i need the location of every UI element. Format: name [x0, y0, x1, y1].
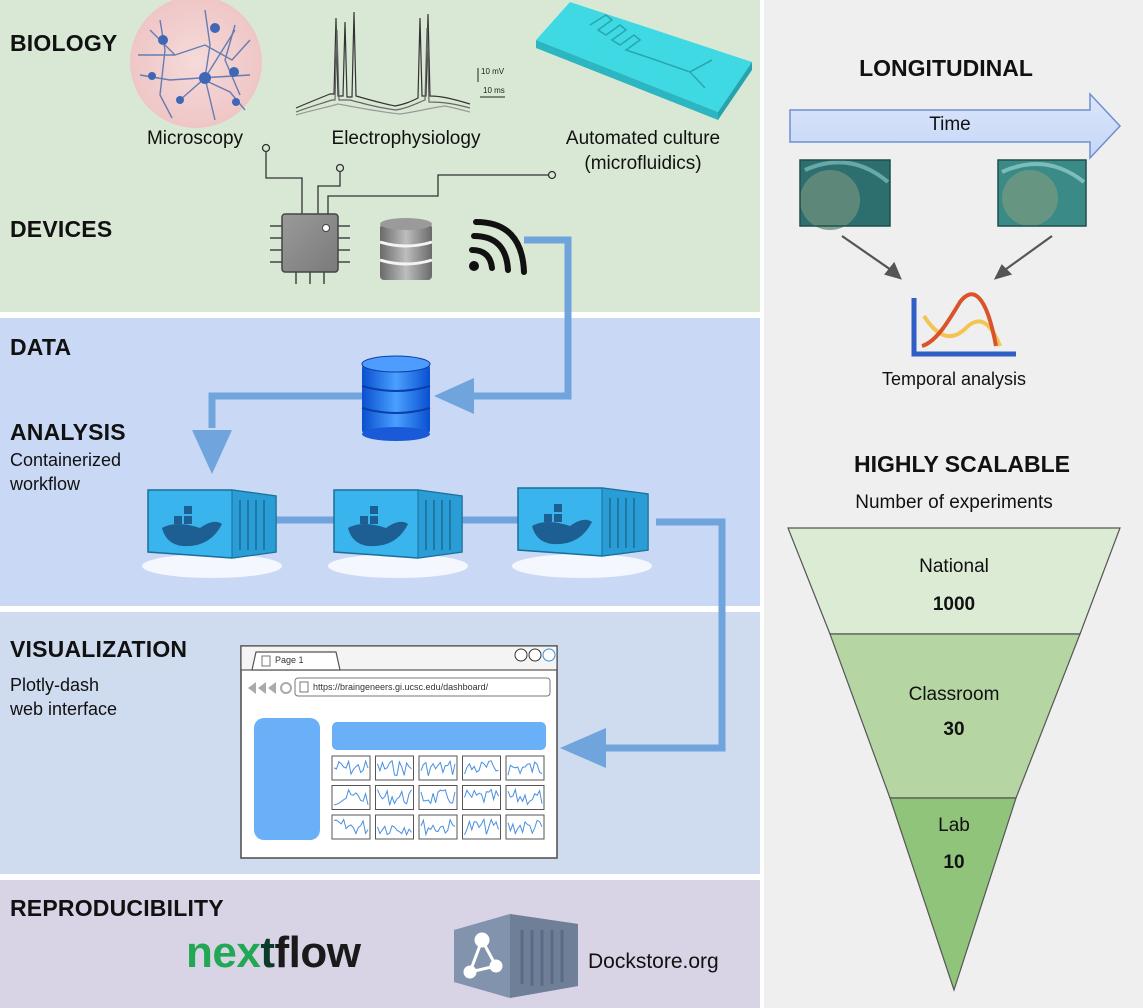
mini-plot-trace [333, 759, 369, 776]
reproducibility-band [0, 880, 760, 1008]
scalability-funnel [787, 527, 1121, 992]
dashboard-plot-grid [331, 755, 545, 840]
scale-bar-mv-label: 10 mV [481, 67, 505, 76]
visualization-subtitle-line-1: Plotly-dash [10, 675, 100, 695]
mini-plot-frame [505, 814, 545, 840]
mini-plot-trace [464, 817, 499, 836]
section-title-data: DATA [10, 334, 72, 360]
caption-automated-culture: Automated culture [565, 128, 721, 149]
container-3-icon [512, 487, 652, 578]
mini-plot-trace [464, 788, 499, 805]
tier-label-lab: Lab [938, 815, 970, 836]
container-2-icon [328, 489, 468, 578]
data-flow-arrows [208, 236, 726, 752]
convergence-arrows [841, 235, 1053, 280]
culture-image-early [799, 159, 891, 230]
scale-bar-ms-label: 10 ms [483, 86, 505, 95]
time-arrow [789, 92, 1122, 160]
mini-plot-trace [333, 788, 369, 806]
dockstore-label: Dockstore.org [588, 950, 719, 973]
caption-electrophysiology: Electrophysiology [331, 128, 481, 149]
mini-plot-trace [507, 819, 543, 835]
analysis-subtitle-line-1: Containerized [10, 450, 122, 470]
culture-image-late [997, 159, 1087, 227]
device-connector-lines [261, 143, 557, 214]
nextflow-logo-part-3: flow [274, 928, 361, 977]
mini-plot-trace [420, 818, 456, 837]
tier-label-classroom: Classroom [908, 684, 1000, 705]
browser-tab-label: Page 1 [275, 655, 304, 665]
microfluidic-chip [536, 2, 752, 120]
section-title-visualization: VISUALIZATION [10, 636, 188, 662]
mini-plot-frame [418, 785, 458, 810]
mini-plot-frame [505, 785, 545, 810]
storage-database-icon [379, 218, 433, 280]
microscopy-image [130, 0, 262, 128]
temporal-analysis-icon [911, 292, 1016, 357]
section-title-reproducibility: REPRODUCIBILITY [10, 895, 224, 921]
mini-plot-trace [420, 789, 456, 805]
analysis-subtitle-line-2: workflow [10, 474, 81, 494]
wireless-icon [469, 219, 527, 275]
data-database-icon [361, 355, 431, 441]
mini-plot-trace [377, 789, 412, 806]
visualization-subtitle-line-2: web interface [10, 699, 118, 719]
mini-plot-frame [375, 755, 414, 781]
section-title-biology: BIOLOGY [10, 30, 118, 56]
dockstore-logo [454, 914, 578, 998]
mini-plot-frame [418, 814, 458, 840]
tier-value-lab: 10 [943, 852, 965, 873]
dashboard-browser-mockup [240, 645, 558, 859]
tier-value-classroom: 30 [943, 719, 965, 740]
nextflow-logo: nextflow [186, 928, 361, 978]
longitudinal-title: LONGITUDINAL [859, 55, 1033, 81]
section-title-devices: DEVICES [10, 216, 113, 242]
mini-plot-frame [462, 785, 501, 810]
electrophysiology-scale-bar [477, 68, 505, 98]
mini-plot-trace [507, 787, 543, 806]
mini-plot-trace [377, 759, 412, 777]
caption-microfluidics: (microfluidics) [584, 153, 702, 174]
mini-plot-trace [333, 818, 369, 835]
browser-url: https://braingeneers.gi.ucsc.edu/dashboa… [313, 682, 489, 692]
mini-plot-trace [464, 760, 499, 775]
tier-value-national: 1000 [932, 594, 976, 615]
mini-plot-trace [507, 761, 543, 776]
time-arrow-label: Time [929, 114, 971, 135]
mini-plot-frame [331, 814, 371, 840]
nextflow-logo-part-2: t [260, 928, 275, 977]
scalable-subtitle: Number of experiments [855, 492, 1053, 513]
electrophysiology-trace [295, 11, 471, 116]
scalable-title: HIGHLY SCALABLE [854, 451, 1070, 477]
caption-microscopy: Microscopy [146, 128, 244, 149]
microchip-icon [270, 213, 350, 284]
mini-plot-frame [418, 755, 458, 781]
mini-plot-frame [505, 755, 545, 781]
section-title-analysis: ANALYSIS [10, 419, 126, 445]
mini-plot-frame [331, 755, 371, 781]
mini-plot-trace [420, 759, 456, 776]
mini-plot-frame [462, 814, 501, 840]
temporal-analysis-caption: Temporal analysis [881, 369, 1027, 389]
flow-arrowheads [192, 378, 606, 768]
mini-plot-frame [331, 785, 371, 810]
nextflow-logo-part-1: nex [186, 928, 261, 977]
container-1-icon [142, 489, 282, 578]
tier-label-national: National [919, 556, 989, 577]
mini-plot-trace [377, 824, 412, 837]
